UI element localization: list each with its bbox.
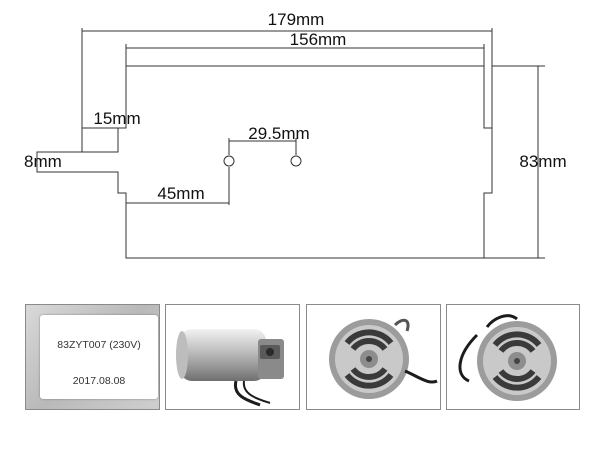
photo-motor-side <box>165 304 300 410</box>
dimension-drawing: 179mm 156mm 15mm 29.5mm 8mm 45mm 83mm <box>24 10 567 259</box>
plate-outline <box>36 65 493 259</box>
photo-label-sticker: 83ZYT007 (230V) 2017.08.08 <box>25 304 160 410</box>
label-model-text: 83ZYT007 (230V) <box>57 339 141 351</box>
label-sticker: 83ZYT007 (230V) 2017.08.08 <box>40 315 158 399</box>
label-date-text: 2017.08.08 <box>72 375 126 387</box>
dim-label-overall-width: 179mm <box>268 10 325 29</box>
photo-motor-end-cable <box>446 304 580 410</box>
mounting-hole-left <box>223 155 235 167</box>
dim-label-tab-depth: 15mm <box>93 109 140 128</box>
motor-end-image-1 <box>329 318 438 399</box>
photo-motor-end-front <box>306 304 441 410</box>
motor-side-image <box>176 329 284 407</box>
motor-end-image-2 <box>458 314 557 401</box>
mounting-hole-right <box>290 155 302 167</box>
dim-label-body-width: 156mm <box>290 30 347 49</box>
dim-label-hole-offset: 45mm <box>157 184 204 203</box>
dim-label-height: 83mm <box>519 152 566 171</box>
dim-label-slot-height: 8mm <box>24 152 62 171</box>
dim-label-hole-spacing: 29.5mm <box>248 124 309 143</box>
